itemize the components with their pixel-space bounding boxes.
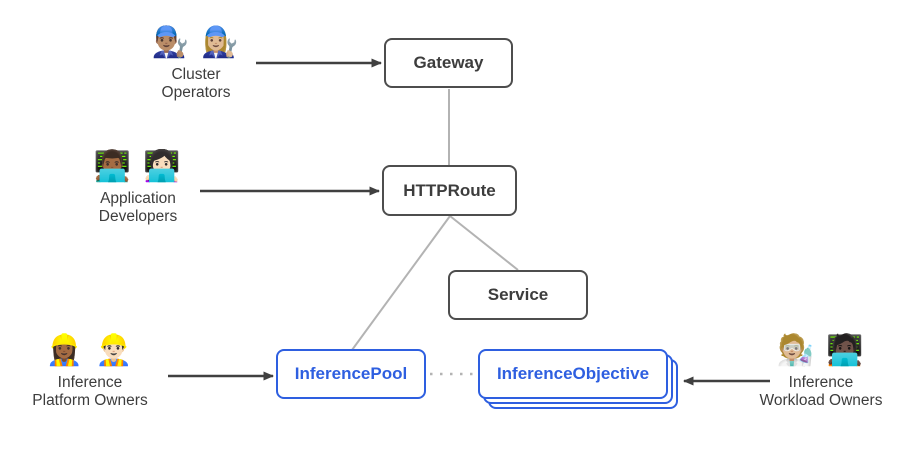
technologist-emoji-pair-icon: 👨🏾‍💻 👩🏻‍💻 [93, 150, 183, 183]
connector-httproute-inferencepool [351, 215, 451, 351]
persona-label: Inference Platform Owners [32, 374, 147, 412]
inference-objective-label: InferenceObjective [496, 364, 650, 383]
gateway-label: Gateway [413, 53, 484, 72]
service-node: Service [448, 270, 588, 320]
persona-application-developers: 👨🏾‍💻 👩🏻‍💻 Application Developers [53, 148, 223, 227]
persona-inference-platform-owners: 👷🏾‍♀️ 👷🏻‍♂️ Inference Platform Owners [5, 332, 175, 411]
persona-label: Cluster Operators [162, 66, 231, 104]
gateway-node: Gateway [384, 38, 513, 88]
persona-label-line2: Platform Owners [32, 392, 148, 410]
inference-pool-label: InferencePool [294, 364, 408, 383]
httproute-label: HTTPRoute [403, 180, 496, 200]
persona-label-line1: Inference [788, 373, 854, 391]
persona-label: Application Developers [99, 190, 177, 228]
connector-httproute-service [449, 215, 519, 271]
inference-pool-node: InferencePool [276, 349, 426, 399]
persona-label-line2: Developers [98, 208, 178, 226]
persona-cluster-operators: 👨🏽‍🔧 👩🏼‍🔧 Cluster Operators [111, 24, 281, 103]
service-label: Service [487, 285, 549, 304]
persona-label-line2: Workload Owners [759, 392, 883, 410]
scientist-technologist-emoji-pair-icon: 🧑🏼‍🔬 🧑🏿‍💻 [776, 334, 866, 367]
persona-label-line1: Cluster [171, 65, 221, 83]
construction-worker-emoji-pair-icon: 👷🏾‍♀️ 👷🏻‍♂️ [45, 334, 135, 367]
persona-label-line2: Operators [161, 84, 231, 102]
persona-inference-workload-owners: 🧑🏼‍🔬 🧑🏿‍💻 Inference Workload Owners [736, 332, 902, 411]
httproute-node: HTTPRoute [382, 165, 517, 216]
mechanic-emoji-pair-icon: 👨🏽‍🔧 👩🏼‍🔧 [151, 26, 241, 59]
inference-objective-node: InferenceObjective [478, 349, 668, 399]
persona-label-line1: Inference [57, 373, 123, 391]
persona-label: Inference Workload Owners [760, 374, 883, 412]
persona-label-line1: Application [100, 189, 176, 207]
